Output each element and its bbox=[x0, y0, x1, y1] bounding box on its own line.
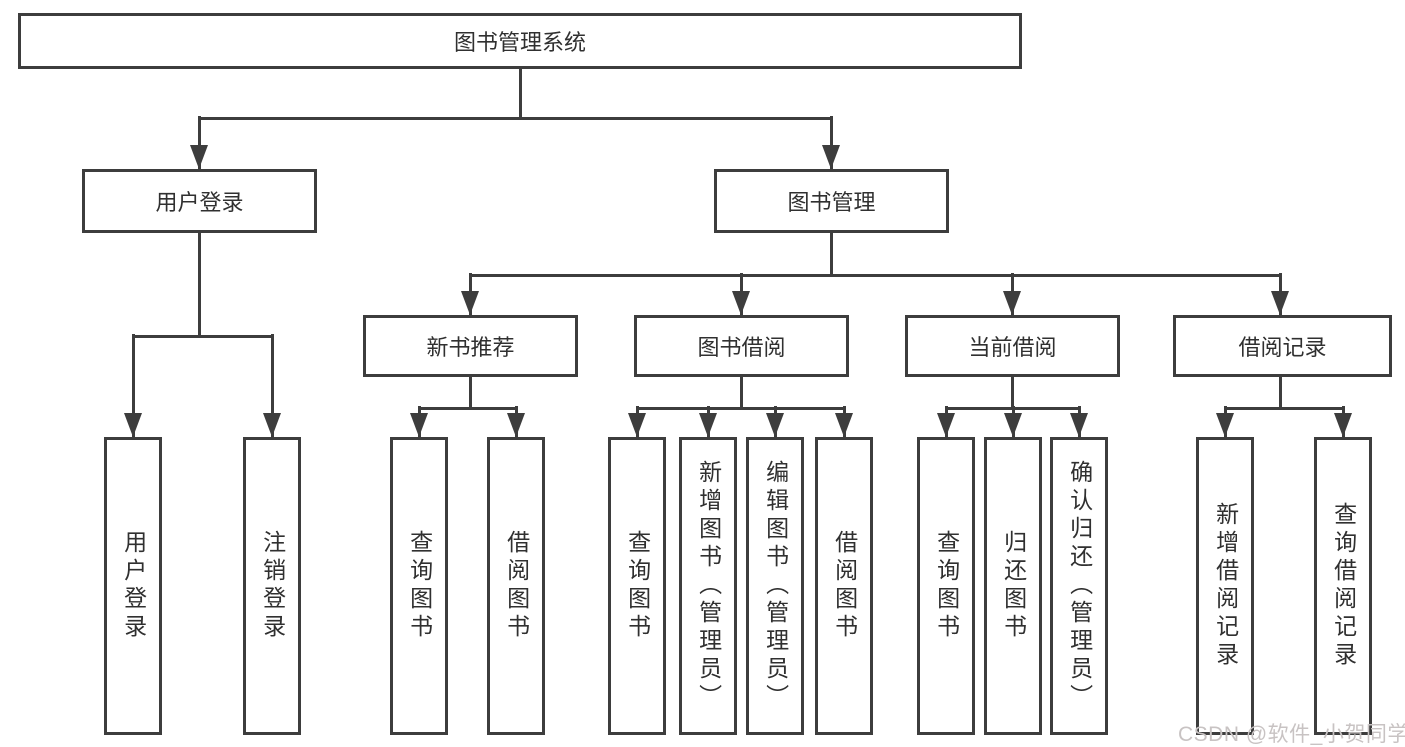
leaf-borrowing-add-book-admin: 新增图书（管理员） bbox=[679, 437, 737, 735]
edge-book-mgmt-drop bbox=[829, 116, 833, 169]
arrowhead-leaf-recd-add bbox=[1216, 413, 1234, 437]
leaf-borrowing-edit-book-admin: 编辑图书（管理员） bbox=[746, 437, 804, 735]
node-label: 当前借阅 bbox=[968, 335, 1057, 360]
node-borrowing-records: 借阅记录 bbox=[1173, 315, 1392, 377]
leaf-label: 注销登录 bbox=[259, 530, 286, 642]
arrowhead-leaf-login bbox=[124, 413, 142, 437]
node-label: 借阅记录 bbox=[1238, 335, 1327, 360]
edge-new-book-stem bbox=[468, 377, 472, 408]
node-book-management: 图书管理 bbox=[714, 169, 949, 233]
node-new-book-recommend: 新书推荐 bbox=[363, 315, 578, 377]
edge-root-stem bbox=[518, 69, 522, 118]
arrowhead-book-mgmt bbox=[822, 145, 840, 169]
edge-current-stem bbox=[1010, 377, 1014, 408]
arrowhead-book-borrowing bbox=[732, 291, 750, 315]
edge-leaf-login-drop bbox=[131, 334, 135, 437]
leaf-label: 新增借阅记录 bbox=[1212, 502, 1239, 670]
edge-level3-bus bbox=[468, 273, 1282, 277]
edge-book-borrow-stem bbox=[739, 377, 743, 408]
leaf-recommend-borrow-book: 借阅图书 bbox=[487, 437, 545, 735]
leaf-user-login: 用户登录 bbox=[104, 437, 162, 735]
edge-borrowing-bus bbox=[635, 406, 846, 410]
arrowhead-records bbox=[1271, 291, 1289, 315]
arrowhead-leaf-rec-borrow bbox=[507, 413, 525, 437]
edge-book-mgmt-stem bbox=[829, 233, 833, 275]
arrowhead-new-book bbox=[461, 291, 479, 315]
arrowhead-leaf-logout bbox=[263, 413, 281, 437]
leaf-records-add-record: 新增借阅记录 bbox=[1196, 437, 1254, 735]
edge-login-bus bbox=[131, 334, 274, 338]
leaf-label: 借阅图书 bbox=[831, 530, 858, 642]
node-label: 图书管理系统 bbox=[453, 30, 586, 55]
edge-records-bus bbox=[1223, 406, 1345, 410]
arrowhead-leaf-bor-borrow bbox=[835, 413, 853, 437]
arrowhead-leaf-rec-search bbox=[410, 413, 428, 437]
arrowhead-leaf-bor-add bbox=[699, 413, 717, 437]
leaf-current-search-book: 查询图书 bbox=[917, 437, 975, 735]
leaf-recommend-search-book: 查询图书 bbox=[390, 437, 448, 735]
arrowhead-leaf-bor-edit bbox=[766, 413, 784, 437]
arrowhead-leaf-cur-search bbox=[937, 413, 955, 437]
node-library-management-system: 图书管理系统 bbox=[18, 13, 1022, 69]
leaf-label: 用户登录 bbox=[120, 530, 147, 642]
node-book-borrowing: 图书借阅 bbox=[634, 315, 849, 377]
leaf-current-return-book: 归还图书 bbox=[984, 437, 1042, 735]
leaf-label: 查询图书 bbox=[406, 530, 433, 642]
leaf-label: 查询图书 bbox=[624, 530, 651, 642]
leaf-label: 新增图书（管理员） bbox=[695, 460, 722, 712]
watermark: CSDN @软件_小贺同学 bbox=[1178, 723, 1405, 746]
node-label: 图书管理 bbox=[787, 190, 876, 215]
node-user-login: 用户登录 bbox=[82, 169, 317, 233]
node-current-borrowing: 当前借阅 bbox=[905, 315, 1120, 377]
edge-user-login-stem bbox=[197, 233, 201, 336]
arrowhead-leaf-recd-search bbox=[1334, 413, 1352, 437]
node-label: 新书推荐 bbox=[426, 335, 515, 360]
leaf-records-search-record: 查询借阅记录 bbox=[1314, 437, 1372, 735]
edge-leaf-logout-drop bbox=[270, 334, 274, 437]
leaf-borrowing-borrow-book: 借阅图书 bbox=[815, 437, 873, 735]
leaf-label: 确认归还（管理员） bbox=[1066, 460, 1093, 712]
leaf-label: 查询借阅记录 bbox=[1330, 502, 1357, 670]
edge-user-login-drop bbox=[197, 116, 201, 169]
leaf-label: 查询图书 bbox=[933, 530, 960, 642]
leaf-logout: 注销登录 bbox=[243, 437, 301, 735]
edge-records-stem bbox=[1278, 377, 1282, 408]
node-label: 图书借阅 bbox=[697, 335, 786, 360]
leaf-borrowing-search-book: 查询图书 bbox=[608, 437, 666, 735]
leaf-current-confirm-return-admin: 确认归还（管理员） bbox=[1050, 437, 1108, 735]
arrowhead-user-login bbox=[190, 145, 208, 169]
arrowhead-leaf-bor-search bbox=[628, 413, 646, 437]
arrowhead-leaf-cur-confirm bbox=[1070, 413, 1088, 437]
leaf-label: 借阅图书 bbox=[503, 530, 530, 642]
leaf-label: 归还图书 bbox=[1000, 530, 1027, 642]
edge-recommend-bus bbox=[417, 406, 518, 410]
leaf-label: 编辑图书（管理员） bbox=[762, 460, 789, 712]
arrowhead-current bbox=[1003, 291, 1021, 315]
arrowhead-leaf-cur-return bbox=[1004, 413, 1022, 437]
node-label: 用户登录 bbox=[155, 190, 244, 215]
edge-level2-bus bbox=[197, 116, 833, 120]
